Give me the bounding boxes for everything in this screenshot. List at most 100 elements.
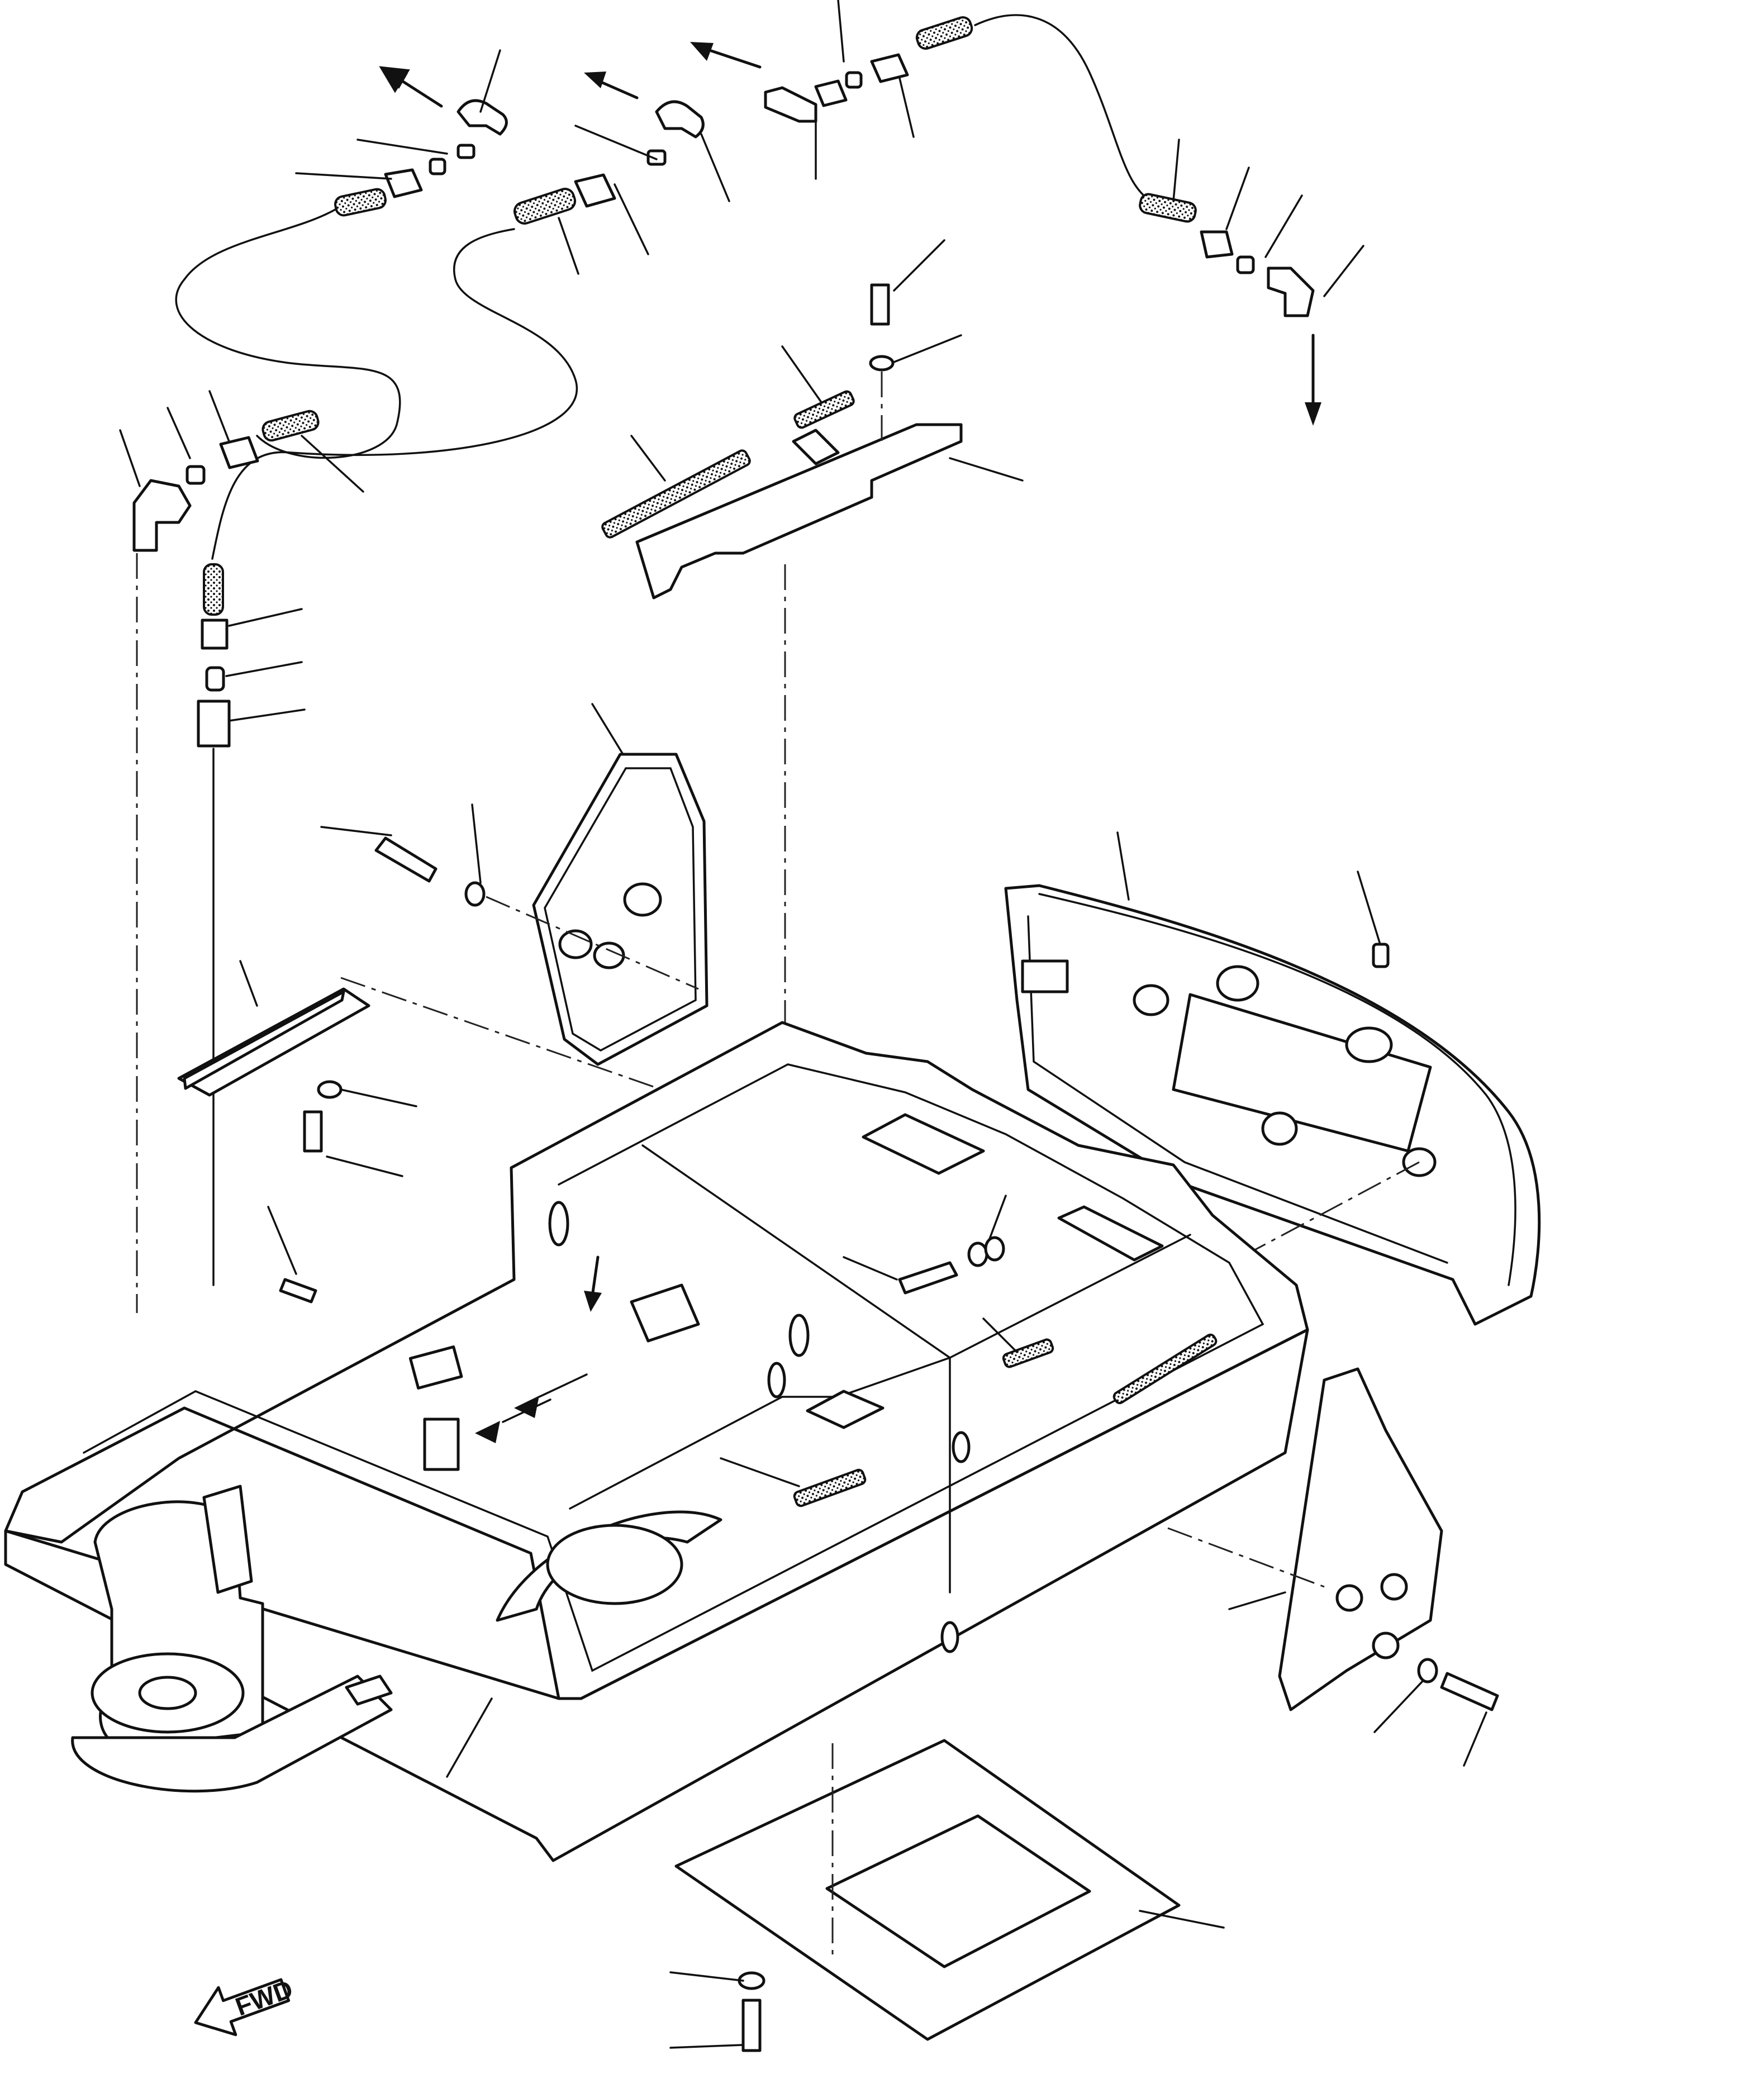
leader-line xyxy=(1116,831,1130,901)
elbow-fitting xyxy=(1267,267,1315,317)
leader-line xyxy=(893,239,945,292)
boss xyxy=(1133,984,1169,1016)
frame-hole xyxy=(940,1621,959,1653)
leader-line xyxy=(1139,1910,1225,1929)
frame-pad xyxy=(806,1390,885,1429)
upper-mounting-plate-group xyxy=(601,239,1024,1123)
hose-sleeve xyxy=(203,563,224,616)
rubber-strip-short xyxy=(793,390,855,429)
main-frame xyxy=(4,1021,1309,1862)
leader-line xyxy=(837,0,845,63)
leader-line xyxy=(1228,1591,1286,1610)
bottom-cover-opening xyxy=(825,1814,1091,1968)
swing-bearing-opening xyxy=(546,1524,683,1605)
leader-line xyxy=(228,708,306,722)
frame-hole xyxy=(767,1362,786,1398)
leader-line xyxy=(295,172,392,180)
cover-plate-group xyxy=(320,703,709,1066)
leader-line xyxy=(700,133,730,202)
frame-pad xyxy=(862,1113,985,1175)
washer xyxy=(1417,1658,1438,1683)
elbow-fitting xyxy=(132,479,192,552)
grease-nipple xyxy=(1372,943,1390,968)
side-plate-hole xyxy=(1372,1631,1400,1659)
bolt xyxy=(374,836,438,883)
frame-pad xyxy=(1057,1205,1164,1262)
washer xyxy=(464,881,486,907)
side-plate-hole xyxy=(1380,1573,1408,1601)
leader-line xyxy=(326,1155,403,1177)
seal-ring xyxy=(845,71,863,89)
leader-line xyxy=(898,77,915,138)
frame-partition xyxy=(569,1396,839,1510)
washer xyxy=(984,1236,1005,1262)
leader-line xyxy=(119,429,141,487)
leader-line xyxy=(669,1971,744,1982)
clamp-bracket xyxy=(423,1417,460,1471)
elbow-fitting xyxy=(655,100,705,139)
bracket xyxy=(792,429,840,465)
boss xyxy=(558,929,593,959)
hose-assembly-center xyxy=(211,72,730,560)
leader-line xyxy=(356,139,448,155)
leader-line xyxy=(479,49,501,113)
leader-line xyxy=(320,826,392,836)
frame-slot-plate xyxy=(345,1675,393,1706)
bolt xyxy=(303,1110,323,1153)
hose-assembly-left xyxy=(175,49,508,459)
flow-arrow xyxy=(538,1373,588,1398)
hose-nut xyxy=(814,79,848,107)
frame-slot xyxy=(1112,1333,1218,1405)
small-cover-plate xyxy=(177,987,370,1097)
boss xyxy=(1261,1111,1298,1146)
counterweight-edge xyxy=(1038,893,1516,1286)
leader-line xyxy=(1373,1681,1423,1733)
routing-line xyxy=(1251,1161,1420,1253)
valve-block xyxy=(408,1345,463,1390)
leader-line xyxy=(669,2044,744,2049)
flow-arrowhead xyxy=(475,1421,500,1443)
flow-arrowhead xyxy=(514,1396,539,1418)
hose-nut xyxy=(1200,230,1234,259)
hose-line xyxy=(211,228,578,560)
leader-line xyxy=(893,334,962,363)
bracket-ear xyxy=(202,1485,253,1594)
flow-arrow xyxy=(502,1398,551,1423)
leader-line xyxy=(301,435,364,493)
hose-line xyxy=(175,208,401,459)
grease-fitting xyxy=(279,1278,317,1304)
routing-line xyxy=(486,896,699,990)
fwd-arrow-outline xyxy=(194,1978,291,2037)
frame-pad xyxy=(630,1283,700,1343)
hose-nut xyxy=(870,53,909,83)
adapter xyxy=(205,666,225,692)
fwd-label: FWD xyxy=(231,1974,296,2021)
leader-line xyxy=(1357,870,1381,945)
bolt xyxy=(1440,1672,1499,1711)
leader-line xyxy=(1264,194,1303,258)
leader-line xyxy=(1225,167,1250,230)
washer xyxy=(967,1241,988,1267)
leader-line xyxy=(1172,139,1180,202)
cover-plate-inner-edge xyxy=(544,767,697,1052)
frame-hole xyxy=(952,1431,971,1463)
frame-base xyxy=(71,1675,393,1793)
routing-line xyxy=(340,977,710,1107)
frame-partition xyxy=(837,1357,951,1398)
frame-hole xyxy=(788,1314,810,1357)
leader-line xyxy=(225,661,303,677)
leader-line xyxy=(267,1206,297,1275)
flow-arrowhead xyxy=(690,42,714,61)
bolt xyxy=(741,1999,762,2052)
leader-line xyxy=(208,390,230,443)
hose-sleeve xyxy=(261,410,320,442)
flow-arrowhead xyxy=(584,1291,602,1312)
hose-sleeve xyxy=(915,16,973,50)
leader-line xyxy=(558,217,579,275)
forward-direction-arrow: FWD xyxy=(194,1974,297,2037)
seal-ring xyxy=(429,158,446,175)
leader-line xyxy=(1463,1711,1487,1767)
hose-nut xyxy=(201,619,229,650)
adapter xyxy=(646,149,667,166)
elbow-fitting xyxy=(764,86,817,123)
